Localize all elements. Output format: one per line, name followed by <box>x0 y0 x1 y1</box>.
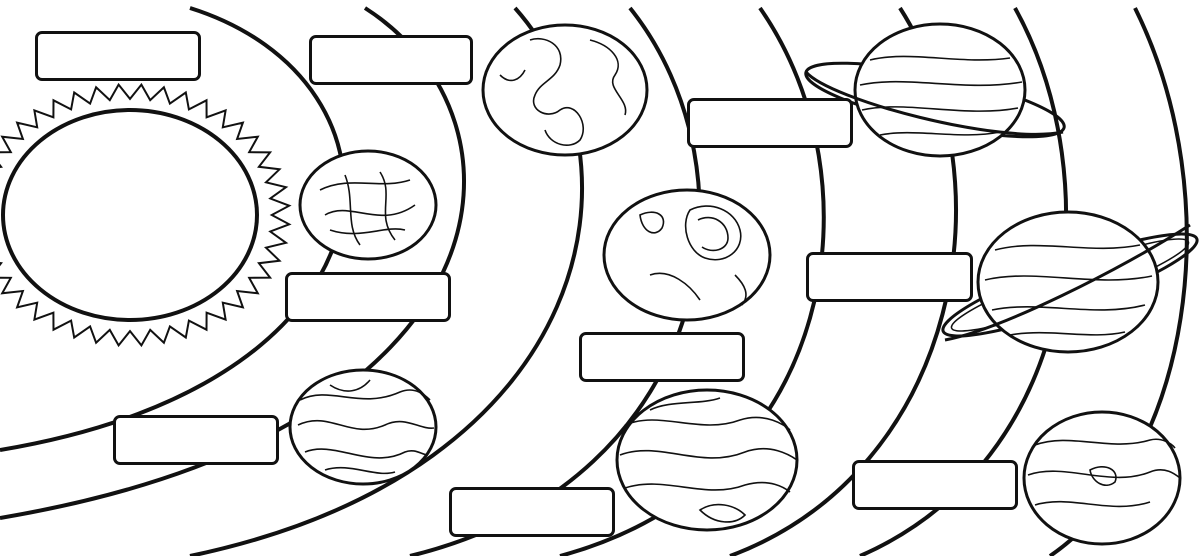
sun <box>0 85 289 346</box>
sun-disc <box>3 110 257 320</box>
label-box-1[interactable] <box>35 31 201 81</box>
label-box-4[interactable] <box>285 272 451 322</box>
planet-8 <box>1024 412 1180 544</box>
label-box-3[interactable] <box>687 98 853 148</box>
label-box-2[interactable] <box>309 35 473 85</box>
planet-5 <box>617 390 797 530</box>
label-box-8[interactable] <box>852 460 1018 510</box>
label-box-9[interactable] <box>449 487 615 537</box>
label-box-7[interactable] <box>113 415 279 465</box>
planet-7 <box>935 212 1199 353</box>
planet-4 <box>604 190 770 320</box>
planet-2 <box>290 370 436 484</box>
label-box-6[interactable] <box>579 332 745 382</box>
planet-1 <box>300 151 436 259</box>
planet-3 <box>483 25 647 155</box>
label-box-5[interactable] <box>806 252 973 302</box>
